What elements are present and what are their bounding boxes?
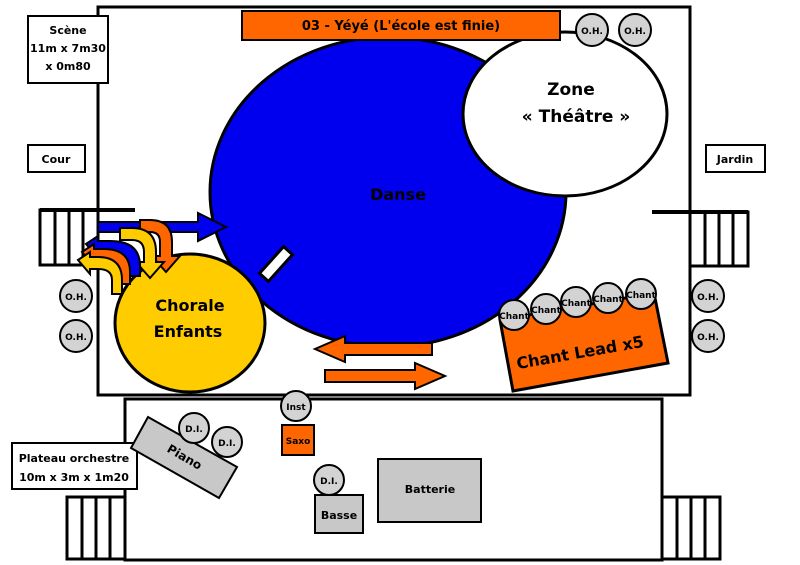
svg-text:O.H.: O.H. — [624, 27, 646, 37]
chorale-connector — [257, 244, 295, 284]
oh-mic-left-1: O.H. — [59, 279, 93, 313]
batterie — [377, 458, 482, 523]
basse-label: Basse — [321, 509, 357, 522]
oh-mic-top-1: O.H. — [575, 13, 609, 47]
title-text: 03 - Yéyé (L'école est finie) — [302, 19, 500, 34]
jardin-box — [705, 144, 766, 173]
zone-chorale-label-2: Enfants — [154, 322, 223, 341]
orchestra-info-line-2: 10m x 3m x 1m20 — [19, 471, 129, 484]
svg-text:O.H.: O.H. — [697, 293, 719, 303]
zone-theatre-label-1: Zone — [547, 80, 595, 100]
oh-mic-top-2: O.H. — [618, 13, 652, 47]
svg-text:Chant: Chant — [593, 295, 623, 305]
oh-mic-right-2: O.H. — [691, 319, 725, 353]
svg-text:Chant: Chant — [626, 291, 656, 301]
stage-info-line-1: Scène — [49, 24, 86, 37]
svg-text:Chant: Chant — [561, 299, 591, 309]
svg-text:D.I.: D.I. — [185, 425, 203, 435]
chant-mic-2: Chant — [530, 293, 562, 325]
zone-theatre-label-2: « Théâtre » — [522, 107, 631, 127]
svg-text:O.H.: O.H. — [697, 333, 719, 343]
arrow-orange-left — [312, 334, 433, 364]
arrow-orange-right — [324, 361, 448, 391]
zone-theatre — [461, 30, 669, 198]
batterie-label: Batterie — [405, 483, 455, 496]
svg-text:D.I.: D.I. — [218, 439, 236, 449]
svg-text:D.I.: D.I. — [320, 477, 338, 487]
di-mic-piano-2: D.I. — [211, 426, 243, 458]
stairs-bottom-right — [660, 495, 722, 561]
stairs-right — [652, 210, 750, 268]
orchestra-info-line-1: Plateau orchestre — [19, 452, 130, 465]
stairs-left — [38, 208, 135, 267]
piano — [129, 415, 239, 500]
orchestra-info-box — [11, 442, 138, 490]
zone-danse-label: Danse — [370, 185, 426, 204]
title-bar — [241, 10, 561, 41]
di-mic-piano-1: D.I. — [178, 412, 210, 444]
svg-text:O.H.: O.H. — [65, 293, 87, 303]
svg-text:Inst: Inst — [286, 403, 306, 413]
entrance-arrows — [76, 211, 229, 295]
cour-label: Cour — [42, 153, 71, 166]
stairs-bottom-left — [65, 495, 127, 561]
chant-mic-3: Chant — [560, 286, 592, 318]
stage-info-line-3: x 0m80 — [45, 60, 91, 73]
chant-mic-4: Chant — [592, 282, 624, 314]
saxo-label: Saxo — [286, 437, 311, 447]
chant-mic-1: Chant — [498, 299, 530, 331]
oh-mic-left-2: O.H. — [59, 319, 93, 353]
stage-info-line-2: 11m x 7m30 — [30, 42, 106, 55]
svg-text:O.H.: O.H. — [65, 333, 87, 343]
svg-text:Chant: Chant — [531, 306, 561, 316]
basse — [314, 494, 364, 534]
arrow-yellow-curve-1 — [119, 227, 167, 280]
svg-text:Chant: Chant — [499, 312, 529, 322]
zone-chorale-label-1: Chorale — [155, 296, 224, 315]
svg-text:O.H.: O.H. — [581, 27, 603, 37]
inst-mic: Inst — [280, 390, 312, 422]
chant-mic-5: Chant — [625, 278, 657, 310]
oh-mic-right-1: O.H. — [691, 279, 725, 313]
cour-box — [27, 144, 86, 173]
arrow-yellow-curve-2 — [76, 250, 123, 295]
stage-info-box — [27, 15, 109, 84]
di-mic-basse: D.I. — [313, 464, 345, 496]
jardin-label: Jardin — [716, 153, 753, 166]
saxo-box — [281, 424, 315, 456]
zone-chorale — [113, 252, 267, 394]
